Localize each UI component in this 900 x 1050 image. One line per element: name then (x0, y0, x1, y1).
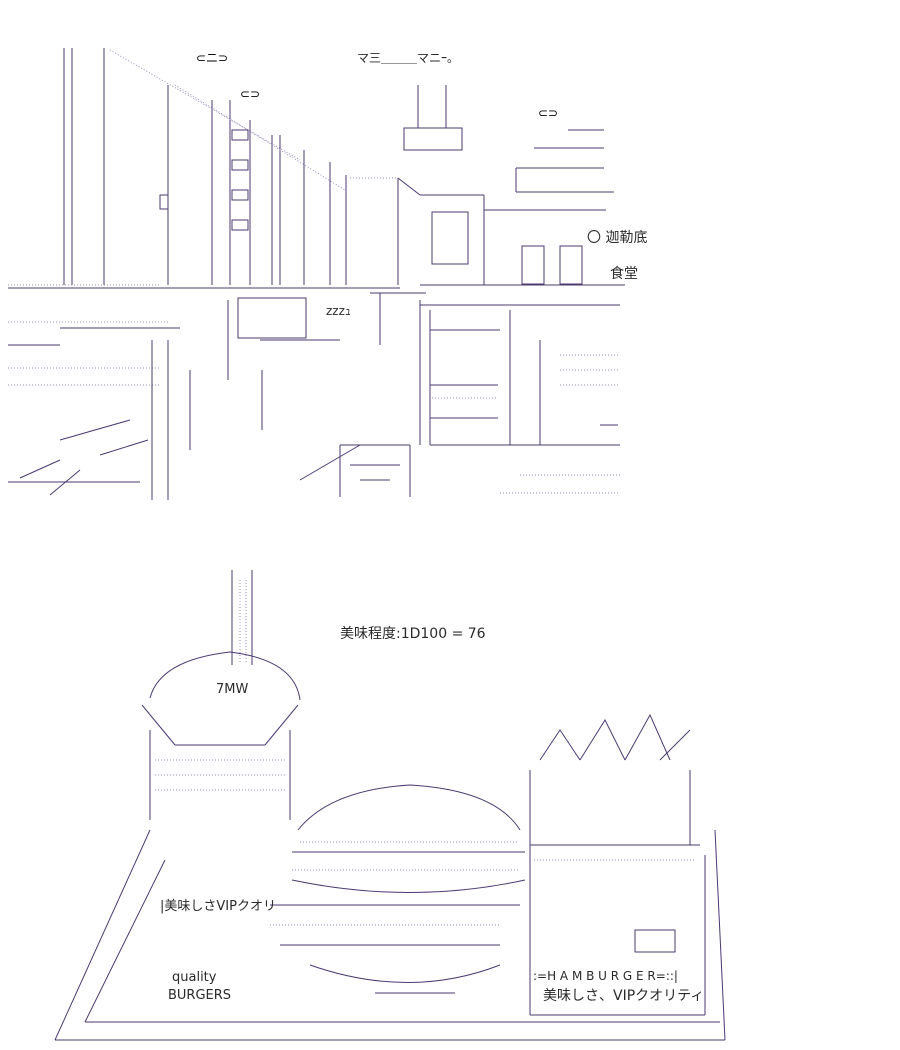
tray (54, 829, 726, 1041)
fries-box (529, 713, 706, 1016)
drink-cup (141, 651, 301, 820)
burger-box-quality: quality (172, 970, 217, 985)
left-building (8, 48, 400, 289)
cloud-mark: ⊂ニ⊃ (196, 51, 228, 65)
cup-label: 7MW (216, 682, 249, 697)
drink-straw (231, 570, 253, 665)
sleep-mark: zzzｭ (326, 304, 351, 318)
cloud-mark: ⊂⊃ (240, 87, 260, 101)
shop-front (227, 292, 620, 494)
fries-box-slogan: 美味しさ、VIPクオリティ (543, 988, 705, 1004)
burger-box-slogan: |美味しさVIPクオリ (160, 899, 276, 914)
shop-name-sign: 〇 迦勒底 (587, 230, 648, 246)
street-brand-sign: マ三＿＿＿マニｰ。 (357, 51, 460, 65)
cloud-mark: ⊂⊃ (538, 106, 558, 120)
dice-roll-result: 美味程度:1D100 = 76 (340, 626, 486, 642)
hamburger (270, 784, 526, 994)
center-tower (329, 85, 606, 285)
road (8, 321, 411, 500)
burger-box-burgers: BURGERS (168, 988, 232, 1003)
fries-box-band: :=H A M B U R G E R=::| (533, 969, 678, 983)
burger-set (54, 570, 726, 1041)
shop-type-sign: 食堂 (610, 266, 638, 282)
right-building (420, 129, 625, 286)
street-scene: ⊂ニ⊃ ⊂⊃ ⊂⊃ (8, 48, 625, 500)
